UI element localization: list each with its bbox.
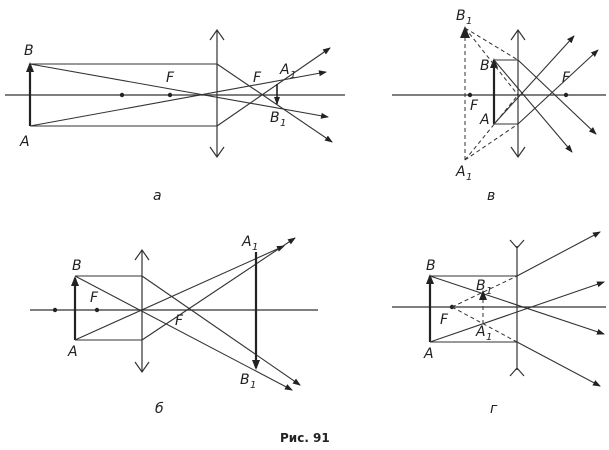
rays — [429, 231, 605, 387]
label-b1: B — [476, 278, 486, 294]
label-a1: A — [455, 164, 466, 180]
figure-title: Рис. 91 — [280, 431, 330, 445]
label-a1-sub: 1 — [252, 242, 258, 253]
focal-point-left — [94, 307, 100, 313]
converging-lens — [510, 28, 526, 159]
label-a1-sub: 1 — [486, 332, 492, 343]
label-b1-sub: 1 — [466, 16, 472, 27]
focal-point-left — [467, 92, 473, 98]
label-f-right: F — [175, 313, 184, 329]
label-b: B — [480, 58, 490, 74]
panel-caption-b: б — [155, 401, 164, 417]
label-b1: B — [456, 8, 466, 24]
label-b1-sub: 1 — [280, 118, 286, 129]
converging-lens — [209, 28, 225, 159]
label-b1-sub: 1 — [486, 286, 492, 297]
label-a: A — [423, 346, 434, 362]
panel-caption-v: в — [487, 188, 495, 204]
panel-b: B A F F A 1 B 1 б — [30, 234, 318, 417]
label-a1: A — [475, 324, 486, 340]
label-f-left: F — [166, 70, 175, 86]
panel-a: B A F F A 1 B 1 а — [5, 28, 345, 204]
label-f-right: F — [253, 70, 262, 86]
label-b1: B — [240, 372, 250, 388]
label-a1: A — [279, 62, 290, 78]
label-a1-sub: 1 — [290, 70, 296, 81]
diverging-lens — [509, 239, 525, 377]
label-a1: A — [241, 234, 252, 250]
label-f-left: F — [470, 98, 479, 114]
focal-point-left-2f — [119, 92, 125, 98]
label-b1-sub: 1 — [250, 380, 256, 391]
rays — [74, 237, 301, 391]
panel-v: B 1 B A F F A 1 в — [392, 8, 606, 204]
panel-g: B A F B 1 A 1 г — [392, 231, 606, 417]
label-b: B — [426, 258, 436, 274]
label-f: F — [440, 312, 449, 328]
label-f-right: F — [562, 70, 571, 86]
label-b1: B — [270, 110, 280, 126]
panel-caption-g: г — [490, 401, 498, 417]
label-f-left: F — [90, 290, 99, 306]
label-a: A — [67, 344, 78, 360]
label-b: B — [24, 43, 34, 59]
label-a: A — [19, 134, 30, 150]
label-a1-sub: 1 — [466, 172, 472, 183]
label-b: B — [72, 258, 82, 274]
focal-point-left — [167, 92, 173, 98]
focal-point-left-2f — [52, 307, 58, 313]
focal-point-right — [563, 92, 569, 98]
panel-caption-a: а — [153, 188, 162, 204]
label-a: A — [479, 112, 490, 128]
rays — [493, 35, 599, 153]
